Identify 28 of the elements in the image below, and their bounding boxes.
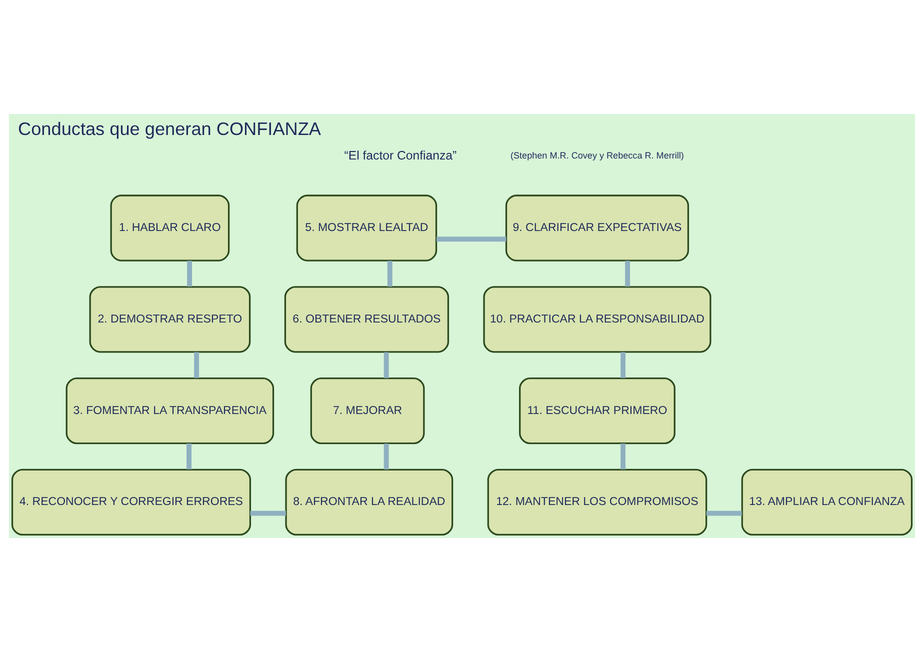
node-box: 13. AMPLIAR LA CONFIANZA [741, 468, 913, 536]
node-box: 8. AFRONTAR LA REALIDAD [285, 468, 454, 536]
node-box: 11. ESCUCHAR PRIMERO [519, 376, 676, 444]
connector [387, 260, 392, 286]
node-box: 3. FOMENTAR LA TRANSPARENCIA [66, 376, 274, 444]
connector [706, 510, 742, 516]
node-box: 2. DEMOSTRAR RESPETO [89, 286, 251, 352]
node-box: 9. CLARIFICAR EXPECTATIVAS [505, 194, 690, 261]
connector [625, 260, 630, 286]
connector [250, 510, 286, 516]
label: (Stephen M.R. Covey y Rebecca R. Merrill) [510, 150, 684, 160]
connector [187, 260, 192, 286]
diagram-title: Conductas que generan CONFIANZA [18, 118, 322, 139]
connector [620, 443, 626, 469]
node-box: 1. HABLAR CLARO [110, 194, 230, 261]
node-box: 6. OBTENER RESULTADOS [284, 286, 450, 352]
connector [436, 236, 506, 242]
connector [384, 443, 389, 469]
label: “El factor Confianza” [344, 148, 457, 162]
connector [194, 352, 200, 378]
node-box: 4. RECONOCER Y CORREGIR ERRORES [11, 468, 252, 536]
connector [186, 443, 192, 469]
node-box: 10. PRACTICAR LA RESPONSABILIDAD [483, 286, 712, 352]
connector [620, 352, 626, 378]
node-box: 12. MANTENER LOS COMPROMISOS [487, 468, 708, 536]
node-box: 5. MOSTRAR LEALTAD [296, 194, 438, 261]
node-box: 7. MEJORAR [310, 376, 425, 444]
connector [384, 352, 389, 378]
